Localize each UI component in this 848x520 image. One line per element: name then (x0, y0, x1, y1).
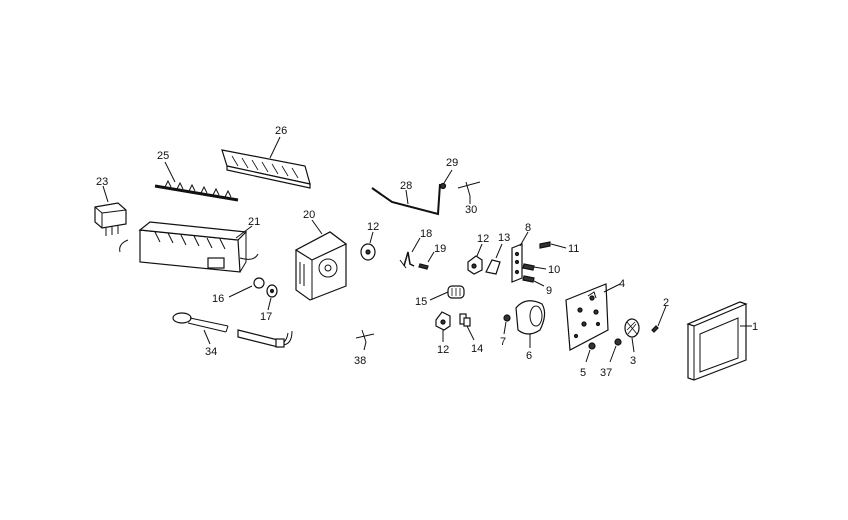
label-1: 1 (752, 321, 758, 333)
part-18-19: 18 19 (399, 228, 446, 270)
label-14: 14 (471, 343, 483, 355)
label-21: 21 (248, 216, 260, 228)
label-9: 9 (546, 285, 552, 297)
part-8-mounting-plate: 8 (511, 222, 531, 283)
part-38-clip: 38 (354, 329, 375, 367)
part-16-17: 16 17 (212, 277, 278, 323)
part-12-lower: 12 (435, 311, 451, 356)
label-26: 26 (275, 125, 287, 137)
label-2: 2 (663, 297, 669, 309)
label-29: 29 (446, 157, 458, 169)
label-6: 6 (526, 350, 532, 362)
part-14-pin: 14 (459, 313, 483, 355)
label-13: 13 (498, 232, 510, 244)
part-26-rack: 26 (221, 125, 311, 189)
part-9-screw: 9 (522, 275, 552, 297)
part-4-plate: 4 (565, 278, 625, 351)
part-20-housing: 20 (294, 209, 348, 301)
part-11-screw: 11 (539, 241, 579, 255)
label-23: 23 (96, 176, 108, 188)
label-12-lower: 12 (437, 344, 449, 356)
part-7-screw: 7 (500, 314, 511, 348)
part-34-fill-cup: 34 (172, 312, 229, 358)
part-28-arm: 28 29 30 (371, 157, 481, 216)
part-10-screw: 10 (522, 263, 560, 276)
label-3: 3 (630, 355, 636, 367)
label-10: 10 (548, 264, 560, 276)
label-12-upper: 12 (367, 221, 379, 233)
label-4: 4 (619, 278, 625, 290)
label-17: 17 (260, 311, 272, 323)
part-1-cover: 1 (686, 301, 758, 381)
label-25: 25 (157, 150, 169, 162)
part-23-switch: 23 (94, 176, 127, 236)
label-12-middle: 12 (477, 233, 489, 245)
label-5: 5 (580, 367, 586, 379)
part-15-plug: 15 (415, 285, 465, 308)
part-6-motor: 6 (515, 300, 546, 362)
label-8: 8 (525, 222, 531, 234)
label-37: 37 (600, 367, 612, 379)
part-12-upper: 12 (360, 221, 379, 261)
label-38: 38 (354, 355, 366, 367)
label-28: 28 (400, 180, 412, 192)
part-heater-tube (237, 329, 293, 348)
label-34: 34 (205, 346, 217, 358)
label-20: 20 (303, 209, 315, 221)
part-3-gear: 3 (624, 318, 640, 367)
label-15: 15 (415, 296, 427, 308)
label-7: 7 (500, 336, 506, 348)
part-5-screw: 5 (580, 342, 596, 379)
part-12-middle: 12 (467, 233, 489, 275)
label-18: 18 (420, 228, 432, 240)
label-30: 30 (465, 204, 477, 216)
part-2-screw: 2 (651, 297, 669, 333)
label-19: 19 (434, 243, 446, 255)
part-21-mold: 21 (119, 216, 260, 273)
part-13-bracket: 13 (485, 232, 510, 275)
part-37-screw: 37 (600, 338, 622, 379)
label-11: 11 (568, 243, 579, 255)
label-16: 16 (212, 293, 224, 305)
part-25-ejector: 25 (154, 150, 239, 202)
